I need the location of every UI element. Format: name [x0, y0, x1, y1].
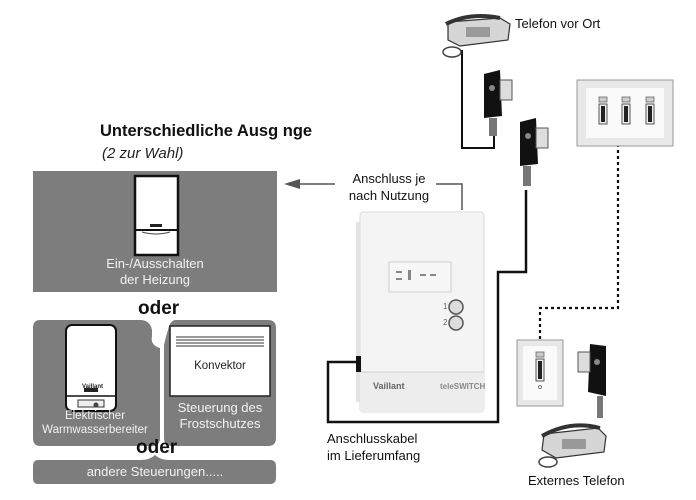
heating-label: Ein-/Ausschalten der Heizung: [33, 256, 277, 288]
convector-icon: [169, 325, 271, 397]
single-wall-socket-icon: [516, 339, 564, 407]
display-symbols: [396, 270, 436, 280]
oder-separator-1: oder: [138, 298, 180, 319]
water-heater-label-line2: Warmwasserbereiter: [42, 424, 148, 436]
cable-callout-line1: Anschlusskabel: [327, 431, 418, 446]
device-button-2-label: 2: [443, 318, 448, 327]
convector-label-line2: Frostschutzes: [179, 416, 261, 431]
heating-label-line2: der Heizung: [119, 272, 191, 287]
options-subtitle: (2 zur Wahl): [102, 145, 184, 162]
cable-callout-line2: im Lieferumfang: [327, 448, 421, 463]
other-controls-label: andere Steuerungen.....: [86, 464, 224, 479]
teleswitch-device: [356, 211, 485, 413]
device-name: teleSWITCH: [440, 382, 486, 391]
water-heater-label-line1: Elektrischer: [64, 410, 126, 422]
water-heater-brand: Vaillant: [82, 384, 104, 390]
connection-callout-line1: Anschluss je: [352, 171, 426, 186]
convector-label-line1: Steuerung des: [177, 400, 263, 415]
boiler-icon: [133, 174, 180, 257]
cable-callout: Anschlusskabel im Lieferumfang: [327, 430, 420, 464]
connection-callout-line2: nach Nutzung: [348, 188, 430, 203]
water-heater-panel: [33, 320, 160, 446]
connection-callout: Anschluss je nach Nutzung: [340, 170, 438, 204]
convector-label: Steuerung des Frostschutzes: [164, 400, 276, 432]
tae-plug-bottom-icon: [577, 344, 606, 418]
device-brand: Vaillant: [373, 381, 405, 391]
external-telephone-icon: [538, 423, 607, 468]
heating-label-line1: Ein-/Ausschalten: [106, 256, 204, 271]
convector-panel: [164, 320, 276, 446]
heating-panel: [33, 171, 277, 292]
local-telephone-label: Telefon vor Ort: [515, 16, 601, 31]
tae-plug-middle-icon: [520, 118, 549, 186]
triple-wall-socket-icon: [576, 79, 674, 147]
device-button-1-label: 1: [443, 302, 448, 311]
oder-separator-2: oder: [136, 437, 178, 458]
other-controls-panel: [33, 455, 276, 484]
options-title: Unterschiedliche Ausg nge: [100, 122, 313, 140]
tae-plug-top-icon: [484, 70, 513, 136]
water-heater-icon: [65, 324, 117, 412]
water-heater-label: Elektrischer Warmwasserbereiter: [33, 409, 157, 437]
external-telephone-label: Externes Telefon: [528, 473, 625, 488]
convector-device-label: Konvektor: [194, 360, 246, 372]
connection-arrow: [284, 179, 463, 210]
local-telephone-icon: [442, 14, 511, 58]
